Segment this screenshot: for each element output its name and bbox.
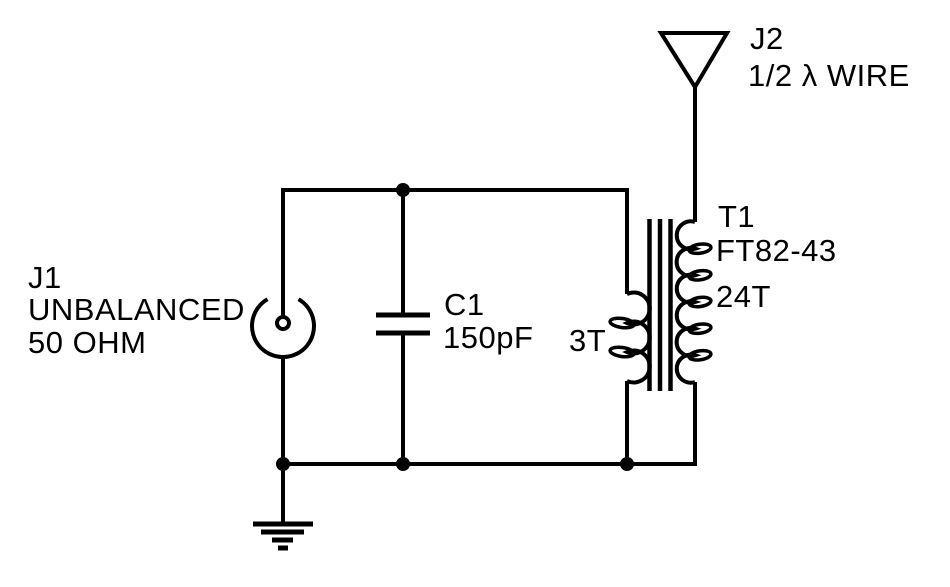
transformer-primary-winding	[622, 290, 652, 385]
wire-bottom-rail	[283, 382, 697, 466]
junction-dot	[396, 183, 410, 197]
winding-crossover	[687, 242, 713, 256]
j1-impedance-label: 50 OHM	[28, 325, 146, 360]
transformer-secondary-winding	[674, 219, 702, 385]
c1-value-label: 150pF	[443, 320, 533, 355]
junction-dots	[276, 183, 634, 471]
capacitor-symbol	[376, 312, 430, 336]
labels: J1 UNBALANCED 50 OHM C1 150pF 3T T1 FT82…	[28, 21, 910, 360]
t1-core-label: FT82-43	[716, 233, 837, 268]
wire-top-rail	[281, 188, 629, 316]
ground-symbol	[253, 521, 313, 551]
coax-jack-center-pin	[275, 315, 291, 331]
winding-crossover	[608, 316, 636, 330]
coax-jack-symbol	[250, 297, 316, 359]
winding-crossover	[687, 348, 713, 362]
winding-crossover	[687, 295, 713, 309]
j1-description-label: UNBALANCED	[28, 292, 245, 327]
c1-designator-label: C1	[444, 287, 485, 322]
coax-jack-shell-arc	[250, 297, 316, 359]
t1-designator-label: T1	[718, 199, 755, 234]
t1-secondary-turns-label: 24T	[716, 279, 771, 314]
winding-crossover	[687, 268, 713, 282]
j1-designator-label: J1	[28, 260, 62, 295]
j2-description-label: 1/2 λ WIRE	[748, 58, 910, 93]
antenna-symbol	[657, 31, 731, 91]
junction-dot	[396, 457, 410, 471]
wires	[281, 87, 697, 524]
antenna-triangle	[657, 31, 731, 91]
junction-dot	[620, 457, 634, 471]
transformer-symbol	[608, 219, 713, 391]
junction-dot	[276, 457, 290, 471]
winding-crossover	[687, 322, 713, 336]
winding-crossover	[608, 345, 636, 359]
t1-primary-turns-label: 3T	[569, 323, 606, 358]
j2-designator-label: J2	[750, 21, 784, 56]
